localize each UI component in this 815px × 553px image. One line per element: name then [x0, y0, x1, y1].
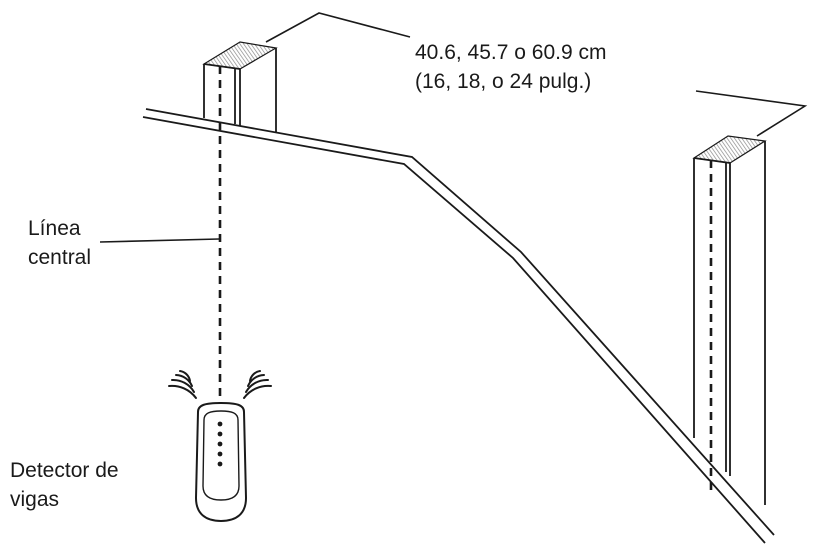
- centerlines: [218, 66, 713, 492]
- stud-finder-label-line1: Detector de: [10, 459, 119, 482]
- stud-finder: [168, 370, 272, 523]
- spacing-label: 40.6, 45.7 o 60.9 cm (16, 18, o 24 pulg.…: [415, 38, 606, 96]
- centerline-label-line2: central: [28, 246, 92, 269]
- left-stud: [202, 41, 278, 132]
- signal-waves-left: [168, 370, 197, 399]
- spacing-label-metric: 40.6, 45.7 o 60.9 cm: [415, 41, 607, 64]
- centerline-label-line1: Línea: [28, 217, 81, 240]
- wall-edge-upper: [145, 108, 775, 536]
- wall-edge-lower: [142, 116, 766, 544]
- spacing-leader-right: [695, 90, 808, 137]
- centerline-leader: [99, 238, 220, 243]
- signal-waves-right: [243, 370, 272, 399]
- stud-finder-face: [202, 410, 240, 501]
- stud-finder-leds: [217, 421, 223, 467]
- right-stud: [692, 135, 767, 505]
- stud-finder-label-line2: vigas: [10, 488, 60, 511]
- centerline-label: Línea central: [28, 214, 91, 272]
- wall-surface: [142, 108, 775, 544]
- spacing-leader-left: [265, 12, 411, 43]
- stud-finder-label: Detector de vigas: [10, 456, 119, 514]
- spacing-label-imperial: (16, 18, o 24 pulg.): [415, 70, 592, 93]
- leader-lines: [99, 12, 808, 243]
